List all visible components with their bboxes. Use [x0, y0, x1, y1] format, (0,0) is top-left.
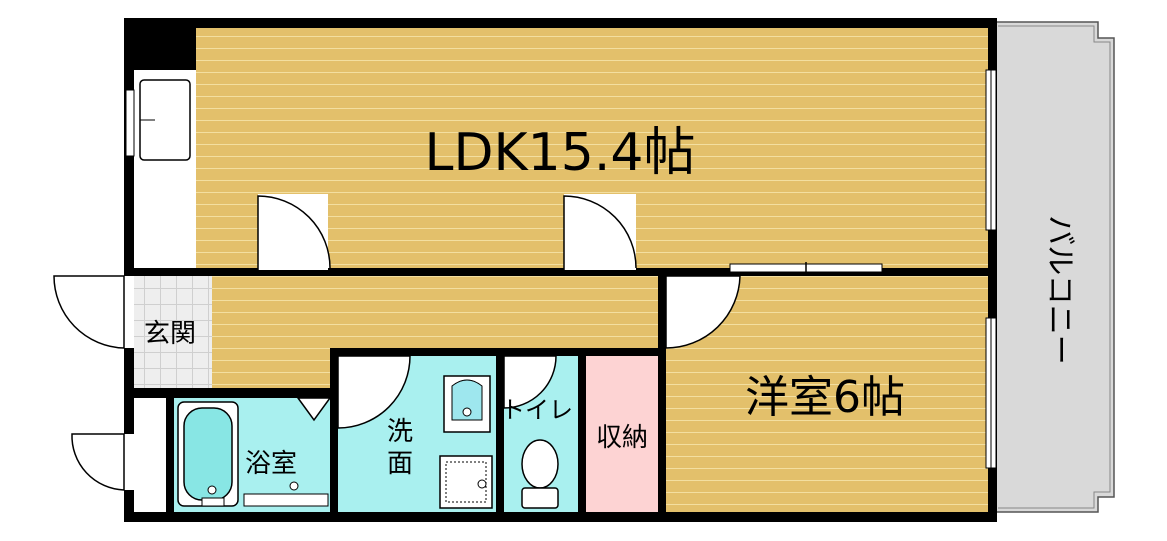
wall-bath-wash — [330, 348, 338, 512]
wall-entrance-bottom — [124, 388, 330, 398]
window-kitchen — [125, 89, 135, 157]
wash-label-bottom: 面 — [387, 449, 413, 479]
balcony-label: バルコニー — [1042, 215, 1077, 364]
balcony — [994, 21, 1115, 513]
washing-machine-space — [439, 455, 493, 509]
western-label: 洋室6帖 — [745, 372, 905, 423]
wash-label-top: 洗 — [387, 417, 413, 447]
toilet-bowl — [521, 439, 559, 509]
ldk-label: LDK15.4帖 — [425, 123, 696, 183]
entrance-door — [53, 275, 134, 349]
closet-left — [134, 398, 166, 512]
ldk-door-left — [257, 194, 331, 270]
wall-wash-toilet — [496, 356, 504, 512]
wall-wash-top — [330, 348, 666, 356]
corridor-floor — [212, 276, 658, 348]
shower-icon — [289, 481, 299, 491]
bath-counter — [243, 493, 329, 507]
ldk-door-right — [563, 194, 637, 270]
closet-door — [71, 433, 134, 491]
wall-ldk-bottom — [124, 268, 997, 276]
balcony-railing — [998, 25, 1111, 509]
wash-door — [337, 355, 411, 429]
toilet-door — [503, 355, 557, 409]
storage-label: 収納 — [596, 423, 648, 453]
corridor-floor-lower — [212, 348, 330, 388]
washbasin — [443, 375, 491, 433]
wall-storage-western — [658, 276, 666, 512]
toilet-label: トイレ — [501, 396, 573, 424]
wall-top-block — [124, 18, 196, 70]
wall-toilet-storage — [578, 356, 586, 512]
storage-floor — [586, 356, 658, 512]
bath-door-marker — [296, 397, 332, 422]
bathtub — [177, 401, 239, 507]
bath-label: 浴室 — [245, 449, 297, 479]
entrance-label: 玄関 — [144, 319, 196, 349]
western-door — [665, 275, 741, 349]
entrance-tile — [134, 276, 212, 388]
wall-bath-left — [166, 398, 174, 512]
